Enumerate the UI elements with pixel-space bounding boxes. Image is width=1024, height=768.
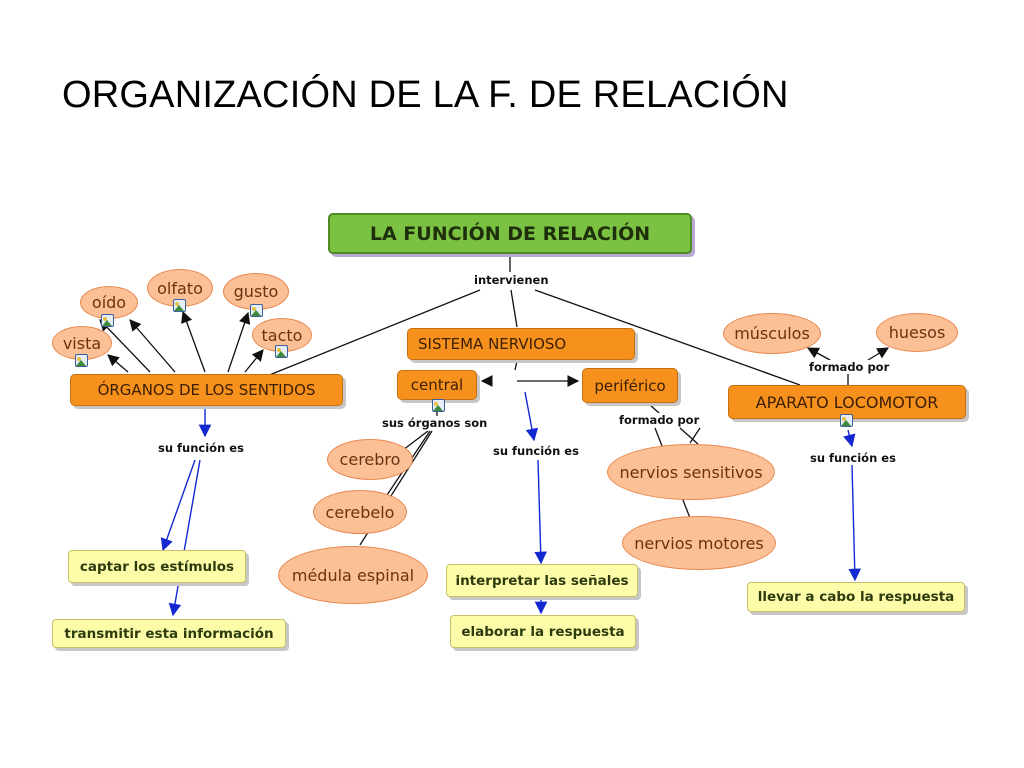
node-cerebelo[interactable]: cerebelo [313,490,407,534]
node-cerebro[interactable]: cerebro [327,439,413,480]
arrow-to-tacto [244,349,264,373]
node-nervios-sensitivos-label: nervios sensitivos [619,462,763,482]
node-central[interactable]: central [397,370,477,400]
connector-intervienen-organos [261,289,481,379]
arrow-to-oido [99,319,151,373]
link-su-funcion-aparato: su función es [808,451,898,465]
image-icon[interactable] [432,399,445,412]
node-cerebelo-label: cerebelo [325,502,395,522]
node-olfato-label: olfato [157,278,203,298]
arrow-to-musculos [806,347,831,361]
arrow-aparato-funcion [843,429,856,448]
node-central-label: central [410,376,464,394]
node-tacto[interactable]: tacto [252,318,312,352]
node-sistema-nervioso[interactable]: SISTEMA NERVIOSO [407,328,635,360]
arrow-to-captar [160,459,196,552]
node-elaborar[interactable]: elaborar la respuesta [450,615,636,648]
node-nervios-sensitivos[interactable]: nervios sensitivos [607,444,775,500]
node-musculos-label: músculos [734,324,810,343]
node-gusto-label: gusto [233,282,279,301]
node-aparato-locomotor-label: APARATO LOCOMOTOR [755,392,939,412]
image-icon[interactable] [275,345,288,358]
arrow-to-gusto [227,311,251,373]
link-intervienen: intervienen [472,273,551,287]
node-huesos-label: huesos [888,323,946,342]
node-elaborar-label: elaborar la respuesta [461,623,625,640]
node-periferico[interactable]: periférico [582,368,678,403]
connector-intervienen-aparato [534,289,801,386]
link-su-funcion-sistema: su función es [491,444,581,458]
connector-intervienen-sistema [510,289,518,328]
node-gusto[interactable]: gusto [223,273,289,310]
node-captar[interactable]: captar los estímulos [68,550,246,583]
link-sus-organos-son: sus órganos son [380,416,490,430]
node-huesos[interactable]: huesos [876,313,958,352]
image-icon[interactable] [840,414,853,427]
node-tacto-label: tacto [261,325,303,345]
arrow-to-olfato [181,310,206,373]
node-nervios-motores[interactable]: nervios motores [622,516,776,570]
connector-to-cerebro [402,430,429,451]
node-transmitir-label: transmitir esta información [64,625,274,642]
node-vista-label: vista [62,333,102,353]
node-captar-label: captar los estímulos [79,558,235,575]
connector-sistema-down [514,360,518,371]
arrow-to-huesos [867,347,890,361]
image-icon[interactable] [101,314,114,327]
node-llevar[interactable]: llevar a cabo la respuesta [747,582,965,612]
arrow-to-vista [107,354,129,373]
node-medula-espinal-label: médula espinal [291,565,415,585]
arrow-to-llevar [848,464,862,582]
node-olfato[interactable]: olfato [147,269,213,307]
link-formado-por-periferico: formado por [617,413,702,427]
connector-to-nervios-sensitivos [679,427,699,445]
arrow-sistema-funcion [524,391,539,442]
node-medula-espinal[interactable]: médula espinal [278,546,428,604]
node-sistema-nervioso-label: SISTEMA NERVIOSO [418,335,567,353]
node-transmitir[interactable]: transmitir esta información [52,619,286,648]
node-oido-label: oído [91,293,127,312]
link-formado-por-aparato: formado por [807,360,892,374]
node-periferico-label: periférico [594,376,666,395]
node-nervios-motores-label: nervios motores [634,533,764,553]
node-musculos[interactable]: músculos [723,313,821,354]
link-su-funcion-organos: su función es [156,441,246,455]
node-llevar-label: llevar a cabo la respuesta [757,589,955,605]
arrow-to-interpretar [534,459,547,565]
connector-to-nervios-sensitivos-2 [689,427,701,444]
node-organos-sentidos[interactable]: ÓRGANOS DE LOS SENTIDOS [70,374,343,406]
arrow-to-transmitir [168,459,201,617]
image-icon[interactable] [250,304,263,317]
slide-title: ORGANIZACIÓN DE LA F. DE RELACIÓN [62,74,789,116]
arrow-to-oido-2 [129,319,176,373]
image-icon[interactable] [75,354,88,367]
node-organos-sentidos-label: ÓRGANOS DE LOS SENTIDOS [97,381,316,399]
node-interpretar-label: interpretar las señales [455,572,629,589]
node-root-label: LA FUNCIÓN DE RELACIÓN [369,222,651,245]
connector-periferico-formado [647,402,661,415]
node-root[interactable]: LA FUNCIÓN DE RELACIÓN [328,213,692,254]
node-interpretar[interactable]: interpretar las señales [446,564,638,597]
node-cerebro-label: cerebro [339,450,401,469]
image-icon[interactable] [173,299,186,312]
